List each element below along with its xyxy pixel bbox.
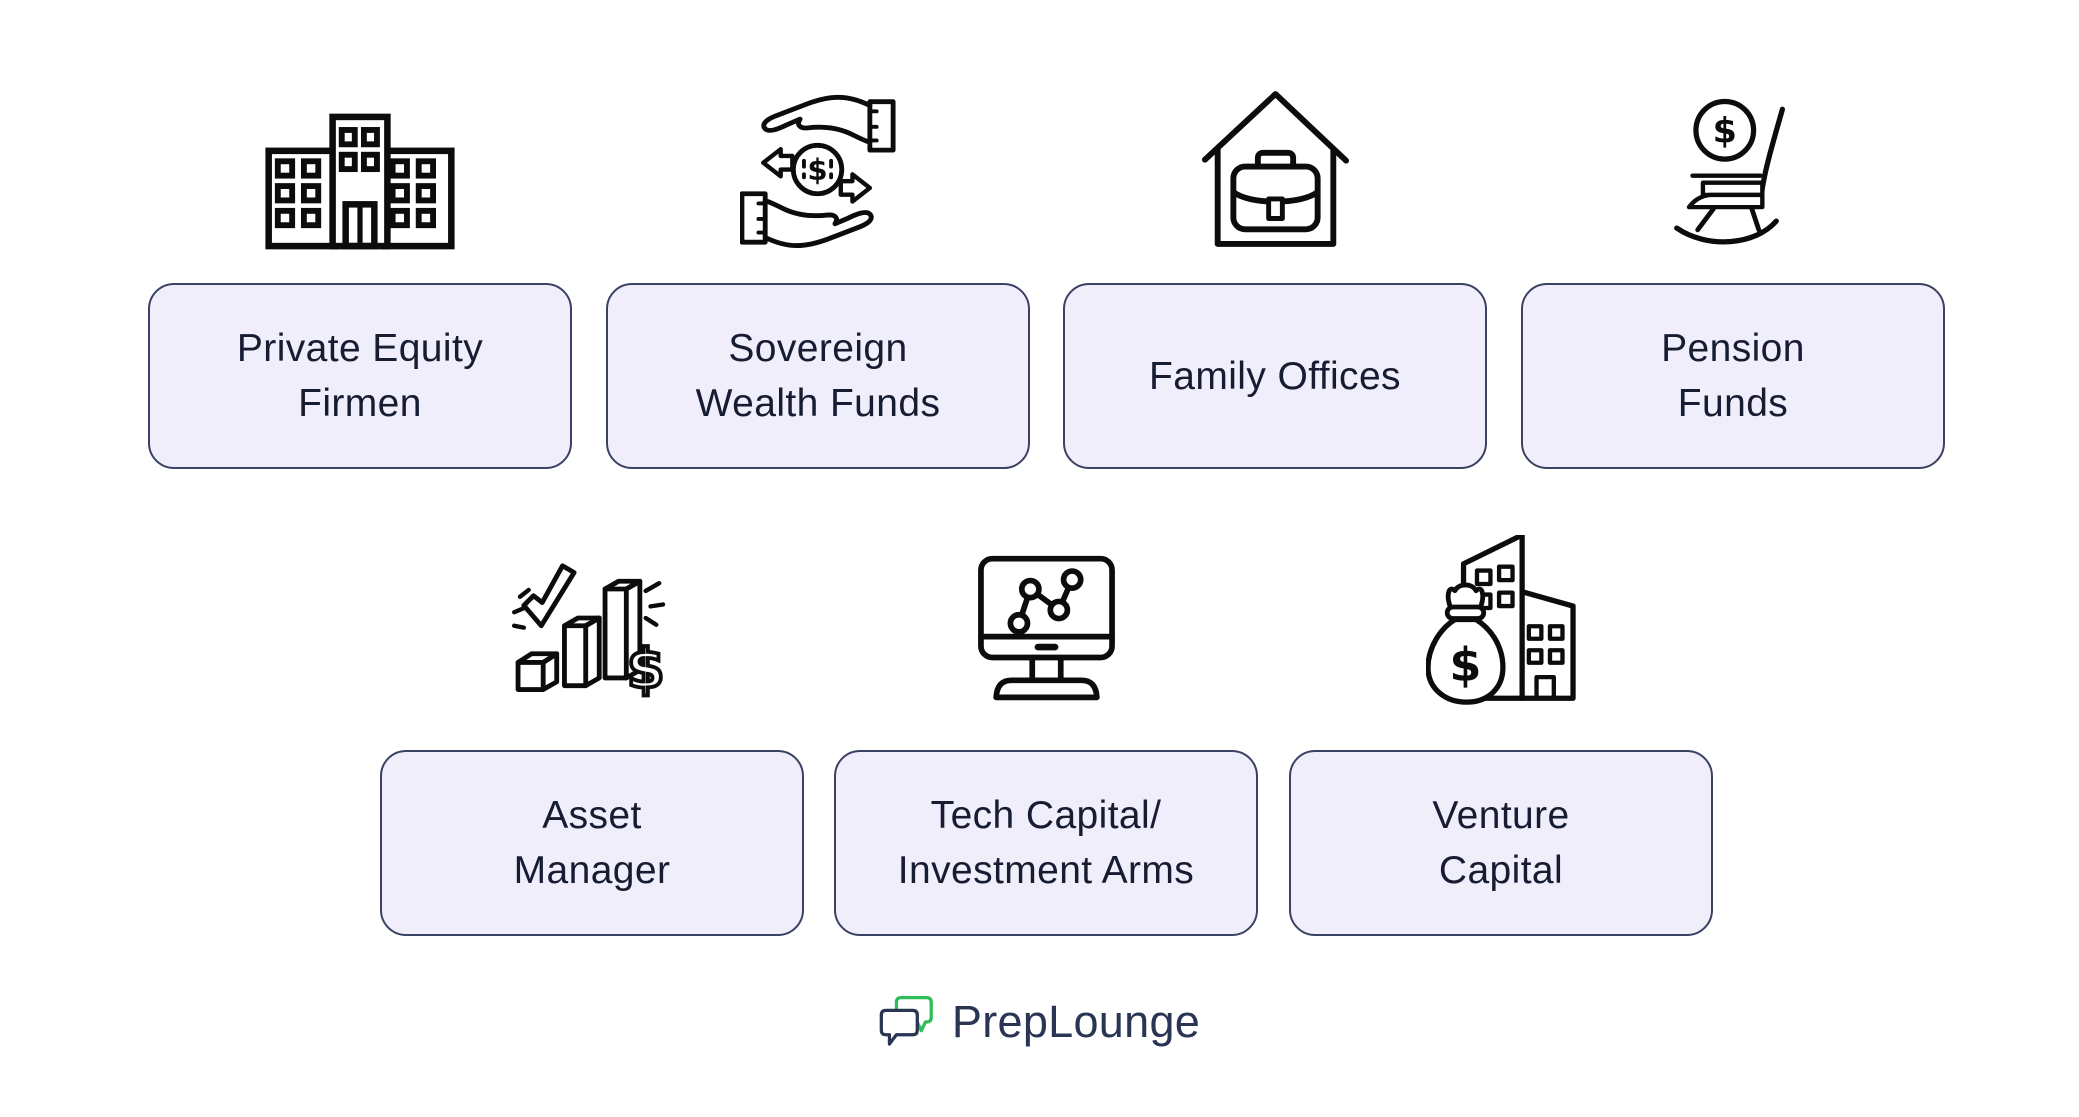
rocking-chair-coin-icon: $ (1521, 80, 1945, 250)
svg-text:$: $ (627, 638, 665, 701)
card-sovereign-wealth-funds: $ Sovereign Wealth Funds (606, 80, 1030, 469)
card-label-line-2: Wealth Funds (695, 382, 941, 425)
card-label-box: Venture Capital (1289, 750, 1713, 936)
card-label-box: Family Offices (1063, 283, 1487, 469)
card-label-line-1: Asset (542, 794, 642, 837)
card-venture-capital: $ Venture Capital (1289, 535, 1713, 936)
hands-money-exchange-icon: $ (606, 80, 1030, 250)
monitor-line-chart-icon (834, 535, 1258, 705)
card-label-line-2: Firmen (298, 382, 422, 425)
bar-chart-check-dollar-icon: $ (380, 535, 804, 705)
preplounge-logo: PrepLounge (0, 995, 2079, 1049)
card-family-offices: Family Offices (1063, 80, 1487, 469)
card-label-line-1: Family Offices (1149, 354, 1401, 398)
card-label-line-2: Funds (1677, 382, 1789, 425)
card-label-box: Private Equity Firmen (148, 283, 572, 469)
card-label-box: Pension Funds (1521, 283, 1945, 469)
card-label-line-2: Investment Arms (897, 849, 1195, 892)
svg-text:$: $ (1712, 111, 1736, 151)
card-label-line-1: Sovereign (728, 327, 908, 370)
card-label-line-1: Pension (1661, 327, 1805, 370)
preplounge-wordmark: PrepLounge (951, 996, 1201, 1047)
card-label-line-1: Private Equity (236, 327, 484, 370)
money-bag-buildings-icon: $ (1289, 535, 1713, 705)
card-label-line-2: Manager (513, 849, 671, 892)
card-pension-funds: $ Pension Funds (1521, 80, 1945, 469)
card-tech-capital-investment-arms: Tech Capital/ Investment Arms (834, 535, 1258, 936)
card-label-box: Sovereign Wealth Funds (606, 283, 1030, 469)
svg-text:$: $ (807, 153, 827, 187)
card-label-line-1: Venture (1432, 794, 1570, 837)
card-label-line-2: Capital (1438, 849, 1564, 892)
card-asset-manager: $ Asset Manager (380, 535, 804, 936)
svg-text:$: $ (1449, 638, 1481, 692)
speech-bubbles-icon (879, 995, 937, 1049)
card-label-box: Tech Capital/ Investment Arms (834, 750, 1258, 936)
card-label-line-1: Tech Capital/ (930, 794, 1162, 837)
card-private-equity-firmen: Private Equity Firmen (148, 80, 572, 469)
card-label-box: Asset Manager (380, 750, 804, 936)
office-building-icon (148, 80, 572, 250)
house-briefcase-icon (1063, 80, 1487, 250)
